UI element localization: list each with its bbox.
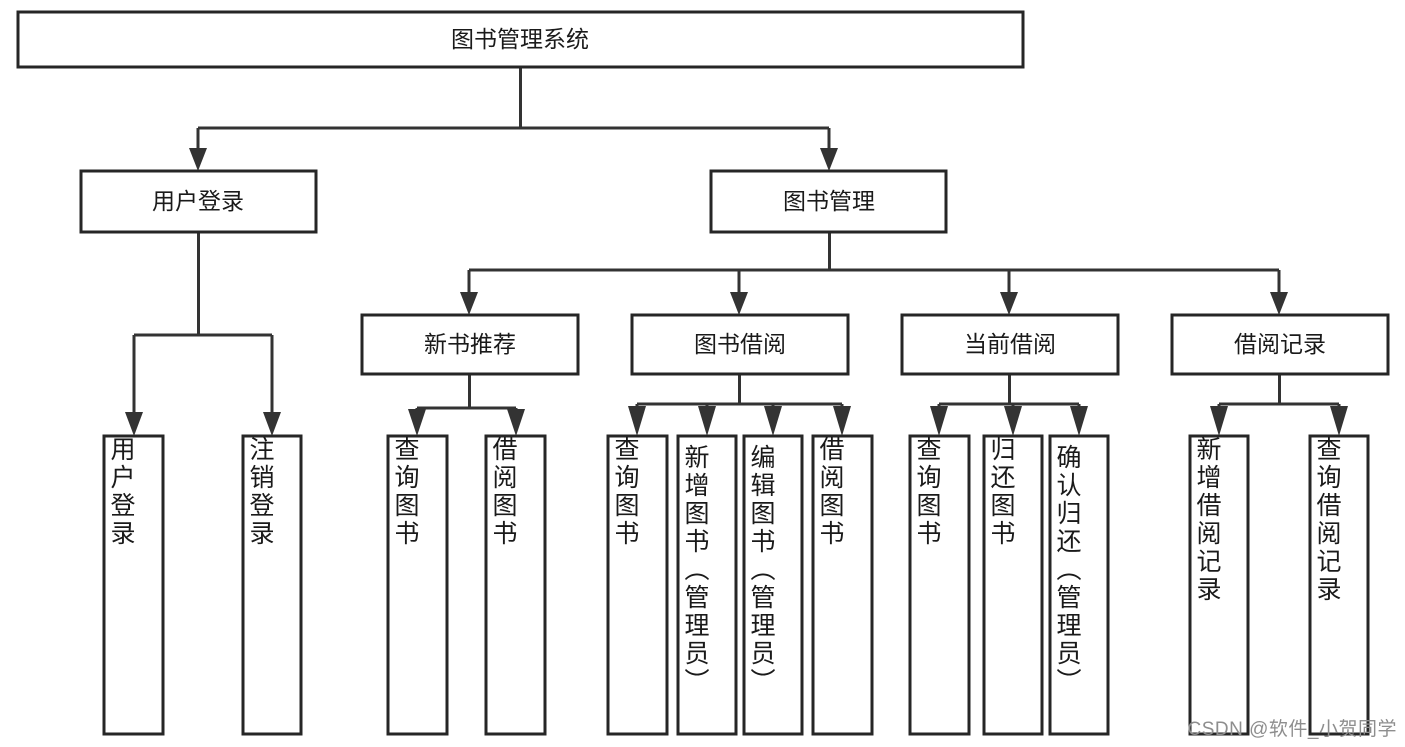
node-new-book-recommend-box[interactable] [360,313,580,376]
node-book-management-box[interactable] [709,169,948,234]
node-book-borrow[interactable]: 图书借阅 [630,313,850,376]
arrowhead-to-book-borrow [730,292,748,315]
node-root-system-box[interactable] [16,10,1025,69]
node-borrow-records[interactable]: 借阅记录 [1170,313,1390,376]
arrowhead-to-current-borrow [1000,292,1018,315]
node-user-login-label: 用户登录 [152,188,244,214]
node-current-borrow[interactable]: 当前借阅 [900,313,1120,376]
node-book-borrow-box[interactable] [630,313,850,376]
node-user-login[interactable]: 用户登录 [79,169,318,234]
leaf-box-query-books-3[interactable] [908,434,971,736]
arrowhead-group [125,148,1348,436]
arrowhead-to-book-borrow-leaf-1 [628,406,646,436]
leaf-box-group [102,434,1370,736]
arrowhead-to-current-borrow-leaf-3 [1070,406,1088,436]
leaf-box-borrow-books-2[interactable] [811,434,874,736]
leaf-box-confirm-return[interactable] [1048,434,1110,736]
leaf-box-add-record[interactable] [1188,434,1250,736]
arrowhead-to-new-books-leaf-1 [408,409,426,436]
leaf-box-return-books[interactable] [982,434,1044,736]
arrowhead-to-user-login [189,148,207,171]
connector-group-root [196,67,831,152]
arrowhead-to-user-login-leaf-2 [263,412,281,436]
arrowhead-to-user-login-leaf-1 [125,412,143,436]
arrowhead-to-book-borrow-leaf-3 [764,406,782,436]
csdn-watermark: CSDN @软件_小贺同学 [1187,719,1397,740]
node-book-management[interactable]: 图书管理 [709,169,948,234]
leaf-box-query-record[interactable] [1308,434,1370,736]
arrowhead-to-borrow-records-leaf-1 [1210,406,1228,436]
node-current-borrow-box[interactable] [900,313,1120,376]
leaf-box-borrow-books-1[interactable] [484,434,547,736]
arrowhead-to-book-mgmt [820,148,838,171]
node-borrow-records-label: 借阅记录 [1234,331,1326,357]
arrowhead-to-current-borrow-leaf-2 [1004,406,1022,436]
connector-group-book-borrow [635,374,844,416]
node-user-login-box[interactable] [79,169,318,234]
connector-group-borrow-records [1217,374,1341,416]
node-root-system[interactable]: 图书管理系统 [16,10,1025,69]
arrowhead-to-new-books-leaf-2 [507,409,525,436]
arrowhead-to-book-borrow-leaf-4 [833,406,851,436]
arrowhead-to-borrow-records [1270,292,1288,315]
arrowhead-to-borrow-records-leaf-2 [1330,406,1348,436]
leaf-box-query-books-2[interactable] [606,434,669,736]
node-borrow-records-box[interactable] [1170,313,1390,376]
connector-group-new-books [415,374,518,416]
node-new-book-recommend[interactable]: 新书推荐 [360,313,580,376]
node-current-borrow-label: 当前借阅 [964,331,1056,357]
node-book-borrow-label: 图书借阅 [694,331,786,357]
arrowhead-to-current-borrow-leaf-1 [930,406,948,436]
node-root-system-label: 图书管理系统 [451,26,589,52]
arrowhead-to-new-books [460,292,478,315]
leaf-box-query-books-1[interactable] [386,434,449,736]
node-book-management-label: 图书管理 [783,188,875,214]
leaf-box-add-book-admin[interactable] [676,434,738,736]
node-new-book-recommend-label: 新书推荐 [424,331,516,357]
connector-group-book-mgmt [467,232,1281,296]
leaf-box-edit-book-admin[interactable] [742,434,804,736]
leaf-box-user-login[interactable] [102,434,165,736]
leaf-box-logout[interactable] [241,434,303,736]
connector-group-user-login [132,232,274,416]
arrowhead-to-book-borrow-leaf-2 [698,406,716,436]
